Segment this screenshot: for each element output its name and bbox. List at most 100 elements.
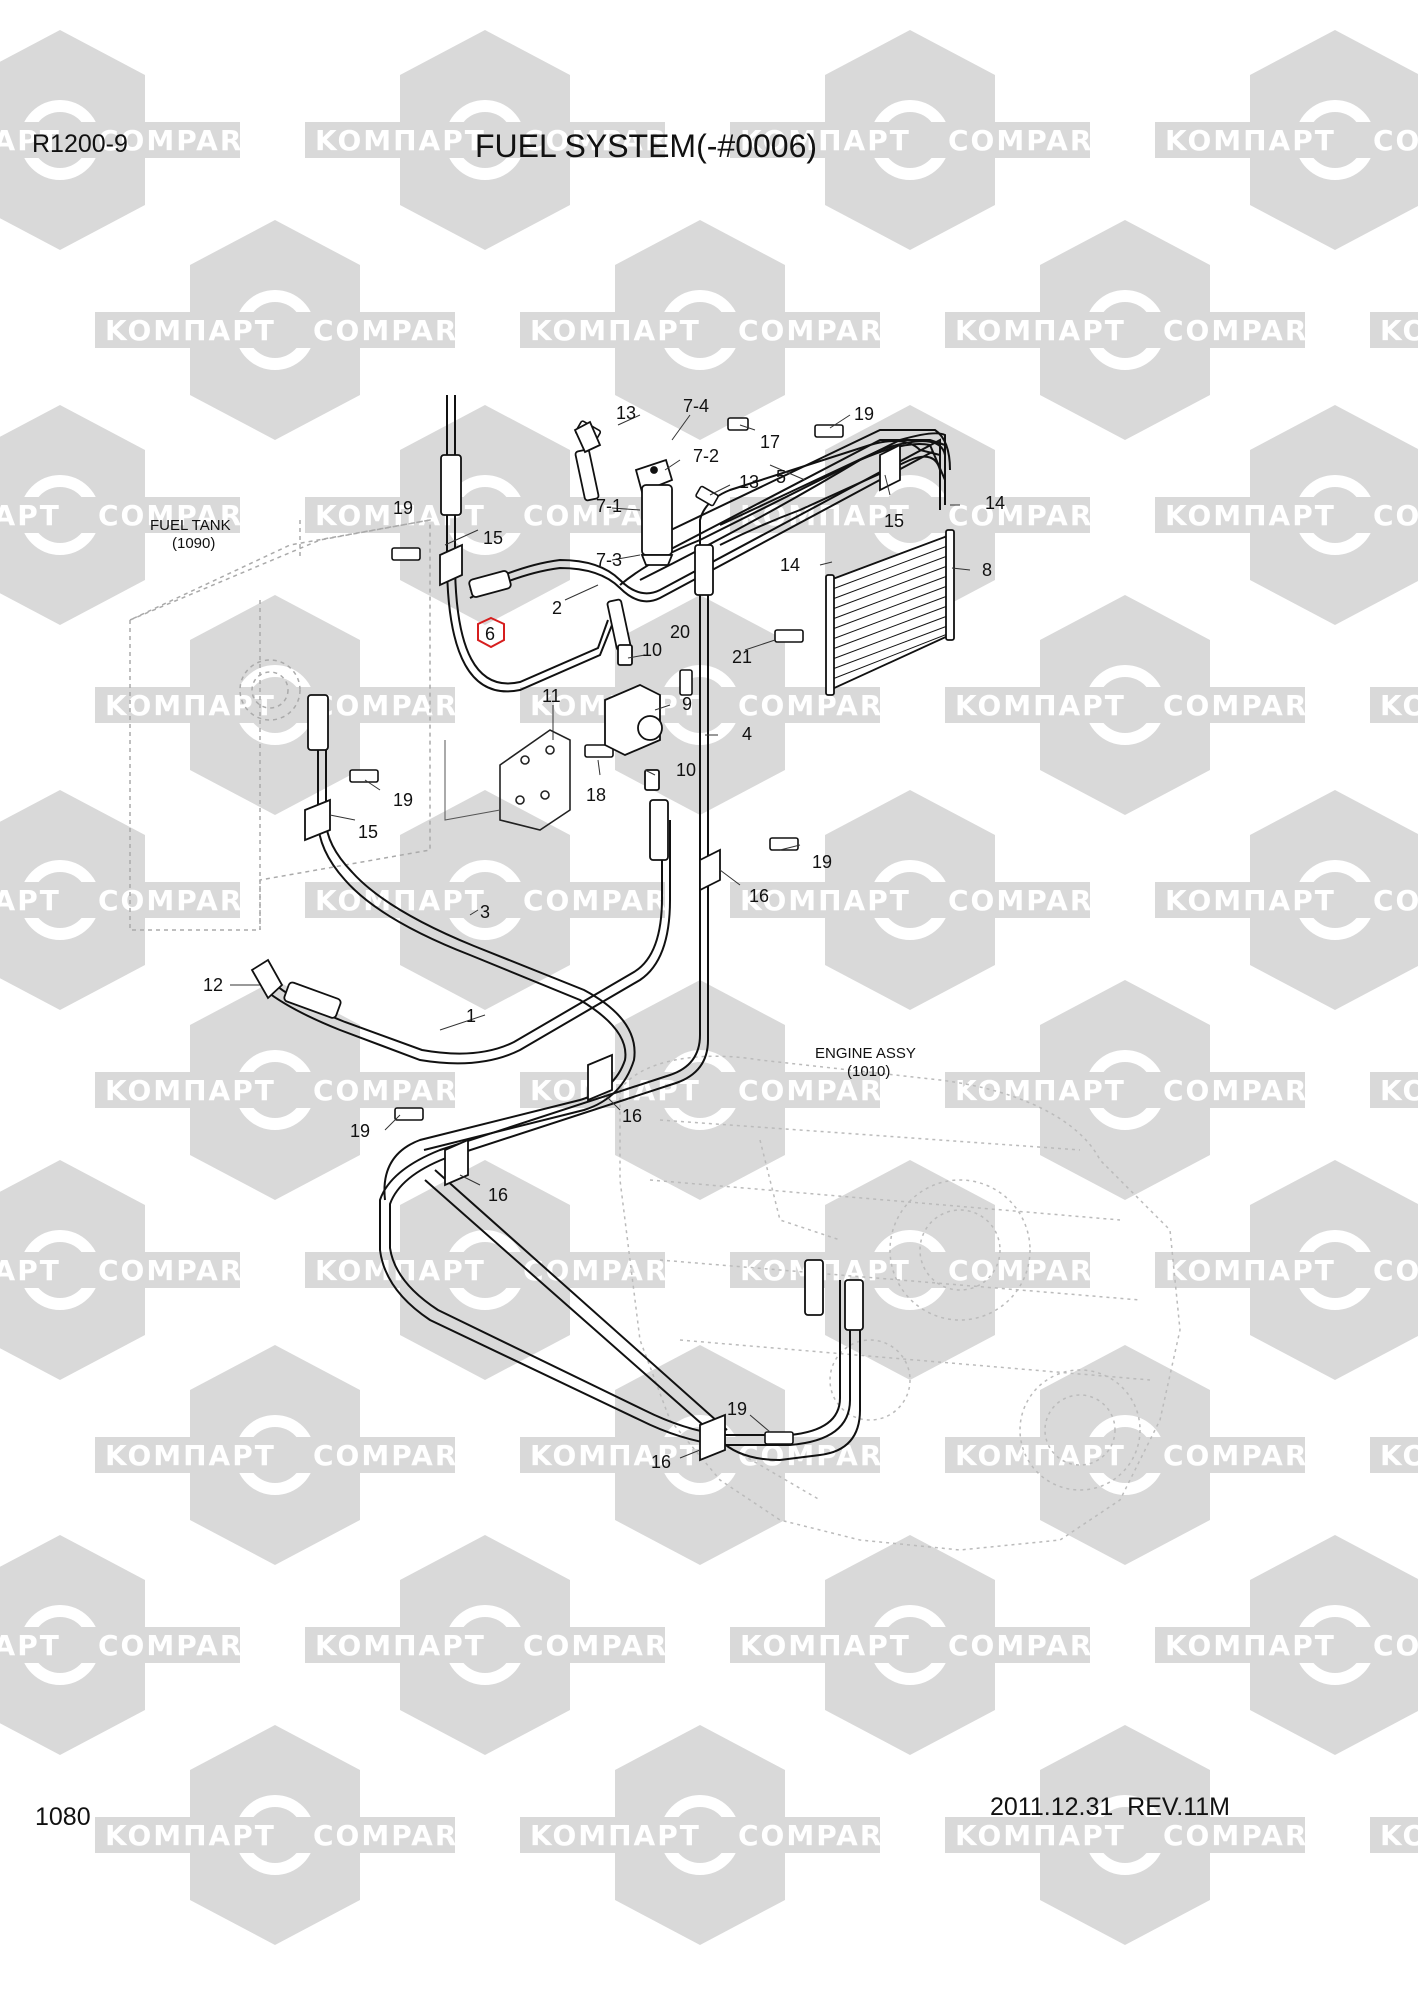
watermark-tile: KOMПАРТ COMPART [305,30,688,250]
part-callouts: 1 2 3 4 5 6 7-1 7-2 7-3 7-4 8 9 10 10 11… [203,396,1005,1472]
watermark-left-text: KOMПАРТ [315,124,486,157]
highlight-hexagon [477,616,505,649]
watermark-left-text: KOMПАРТ [1380,1074,1418,1107]
watermark-right-text: COMPART [948,884,1113,917]
watermark-right-text: COMPART [948,1629,1113,1662]
watermark-left-text: KOMПАРТ [740,499,911,532]
revision-date: 2011.12.31 REV.11M [990,1793,1230,1821]
watermark-right-text: COMPART [1163,689,1328,722]
fuel-filter [634,458,674,566]
watermark-left-text: KOMПАРТ [315,884,486,917]
callout-19-mid: 19 [393,790,413,810]
callout-7-4: 7-4 [683,396,709,416]
model-code: R1200-9 [32,130,128,158]
watermark-right-text: COMPART [1373,499,1418,532]
engine-label: ENGINE ASSY [815,1045,916,1062]
watermark-left-text: KOMПАРТ [1165,499,1336,532]
callout-16-d: 16 [651,1452,671,1472]
watermark-left-text: KOMПАРТ [0,1629,61,1662]
callout-18: 18 [586,785,606,805]
watermark-left-text: KOMПАРТ [530,1819,701,1852]
watermark-right-text: COMPART [98,884,263,917]
hose-fittings [283,448,864,1331]
watermark-left-text: KOMПАРТ [740,1629,911,1662]
watermark-right-text: COMPART [98,1254,263,1287]
watermark-right-text: COMPART [313,689,478,722]
watermark-tile: KOMПАРТ COMPART [520,220,903,440]
callout-14-left: 14 [780,555,800,575]
callout-19-right: 19 [812,852,832,872]
watermark-tile: KOMПАРТ COMPART [730,30,1113,250]
watermark-right-text: COMPART [313,1439,478,1472]
watermark-right-text: COMPART [523,124,688,157]
callout-5: 5 [776,467,786,487]
watermark-tile: KOMПАРТ COMPART [1155,30,1418,250]
callout-7-3: 7-3 [596,550,622,570]
watermark-right-text: COMPART [313,314,478,347]
callout-21: 21 [732,647,752,667]
fuel-tank-label: FUEL TANK [150,517,231,534]
callout-3: 3 [480,902,490,922]
callout-11: 11 [542,686,561,706]
fuel-cooler [825,529,955,696]
callout-19-low: 19 [350,1121,370,1141]
watermark-left-text: KOMПАРТ [530,314,701,347]
watermark-left-text: KOMПАРТ [1165,124,1336,157]
watermark-left-text: KOMПАРТ [740,884,911,917]
watermark-right-text: COMPART [1373,124,1418,157]
mounting-plate [444,729,571,831]
pipe-clamps [304,443,901,1462]
elbow-fittings [250,420,602,1000]
callout-7-2: 7-2 [693,446,719,466]
leader-lines [230,414,971,1459]
watermark-left-text: KOMПАРТ [740,124,911,157]
callout-16-a: 16 [749,886,769,906]
callout-19-top: 19 [854,404,874,424]
callout-10-lower: 10 [676,760,696,780]
bolts [349,417,844,1445]
callout-15-upper: 15 [483,528,503,548]
watermark-left-text: KOMПАРТ [315,1254,486,1287]
watermark-right-text: COMPART [1373,1254,1418,1287]
fuel-tank-code: (1090) [172,535,215,552]
callout-8: 8 [982,560,992,580]
watermark-right-text: COMPART [98,124,263,157]
fuel-tank-outline [129,519,431,931]
watermark-tile: KOMПАРТ COMPART [1155,1160,1418,1380]
callout-2: 2 [552,598,562,618]
watermark-right-text: COMPART [948,499,1113,532]
watermark-right-text: COMPART [523,884,688,917]
watermark-left-text: KOMПАРТ [955,1439,1126,1472]
watermark-right-text: COMPART [1163,1819,1328,1852]
callout-13-upper: 13 [616,403,636,423]
callout-19-bottom: 19 [727,1399,747,1419]
watermark-left-text: KOMПАРТ [105,1819,276,1852]
page-number: 1080 [35,1803,91,1831]
callout-16-b: 16 [622,1106,642,1126]
callout-19-tank: 19 [393,498,413,518]
watermark-right-text: COMPART [738,314,903,347]
watermark-right-text: COMPART [948,124,1113,157]
watermark-right-text: COMPART [1163,1074,1328,1107]
watermark-left-text: KOMПАРТ [1380,1439,1418,1472]
watermark-left-text: KOMПАРТ [1165,1254,1336,1287]
engine-code: (1010) [847,1063,890,1080]
watermark-left-text: KOMПАРТ [530,1439,701,1472]
watermark-right-text: COMPART [523,1254,688,1287]
watermark-left-text: KOMПАРТ [1165,1629,1336,1662]
watermark-right-text: COMPART [738,1819,903,1852]
watermark-right-text: COMPART [1373,884,1418,917]
